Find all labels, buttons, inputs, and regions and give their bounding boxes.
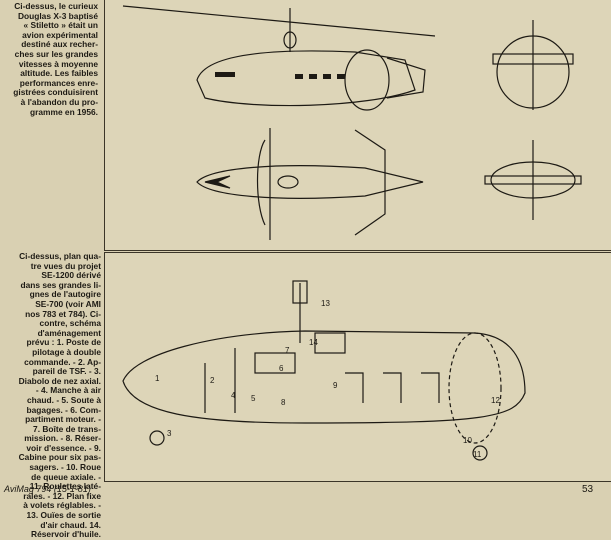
fuselage-top [196,165,424,199]
passenger-seats [345,372,440,403]
propeller-disc [448,332,502,444]
callout-3: 3 [167,429,172,438]
callout-5: 5 [251,394,256,403]
callout-7: 7 [285,346,290,355]
drawing-panel-top [104,0,611,251]
callout-11: 11 [473,450,482,459]
callout-12: 12 [491,396,500,405]
tail-side [386,57,426,99]
page-footer-issue: AviMag 794 (15-1-81) [4,484,91,494]
callout-6: 6 [279,364,284,373]
rotor-blade-side [122,5,436,37]
callout-13: 13 [321,299,330,308]
page-number: 53 [582,484,594,495]
callout-14: 14 [309,338,318,347]
callout-10: 10 [463,436,472,445]
callout-8: 8 [281,398,286,407]
caption-se1200: Ci-dessus, plan qua- tre vues du projet … [18,251,101,540]
fuselage-cutaway [122,330,526,424]
callout-9: 9 [333,381,338,390]
three-view-drawing [122,5,582,240]
callout-4: 4 [231,391,236,400]
nose-wheel [149,430,165,446]
cutaway-drawing: 1 2 3 4 5 6 7 8 9 10 11 12 13 14 [122,280,526,461]
propeller-disc-side [344,49,390,111]
drawing-panel-bottom: 1 2 3 4 5 6 7 8 9 10 11 12 13 14 [104,252,611,482]
tail-wheel [472,445,488,461]
tailplane-top [354,129,386,236]
caption-x3: Ci-dessus, le curieux Douglas X-3 baptis… [13,1,98,117]
callout-numbers: 1 2 3 4 5 6 7 8 9 10 11 12 13 14 [155,299,500,459]
callout-2: 2 [210,376,215,385]
fuselage-side [196,50,416,107]
callout-1: 1 [155,374,160,383]
